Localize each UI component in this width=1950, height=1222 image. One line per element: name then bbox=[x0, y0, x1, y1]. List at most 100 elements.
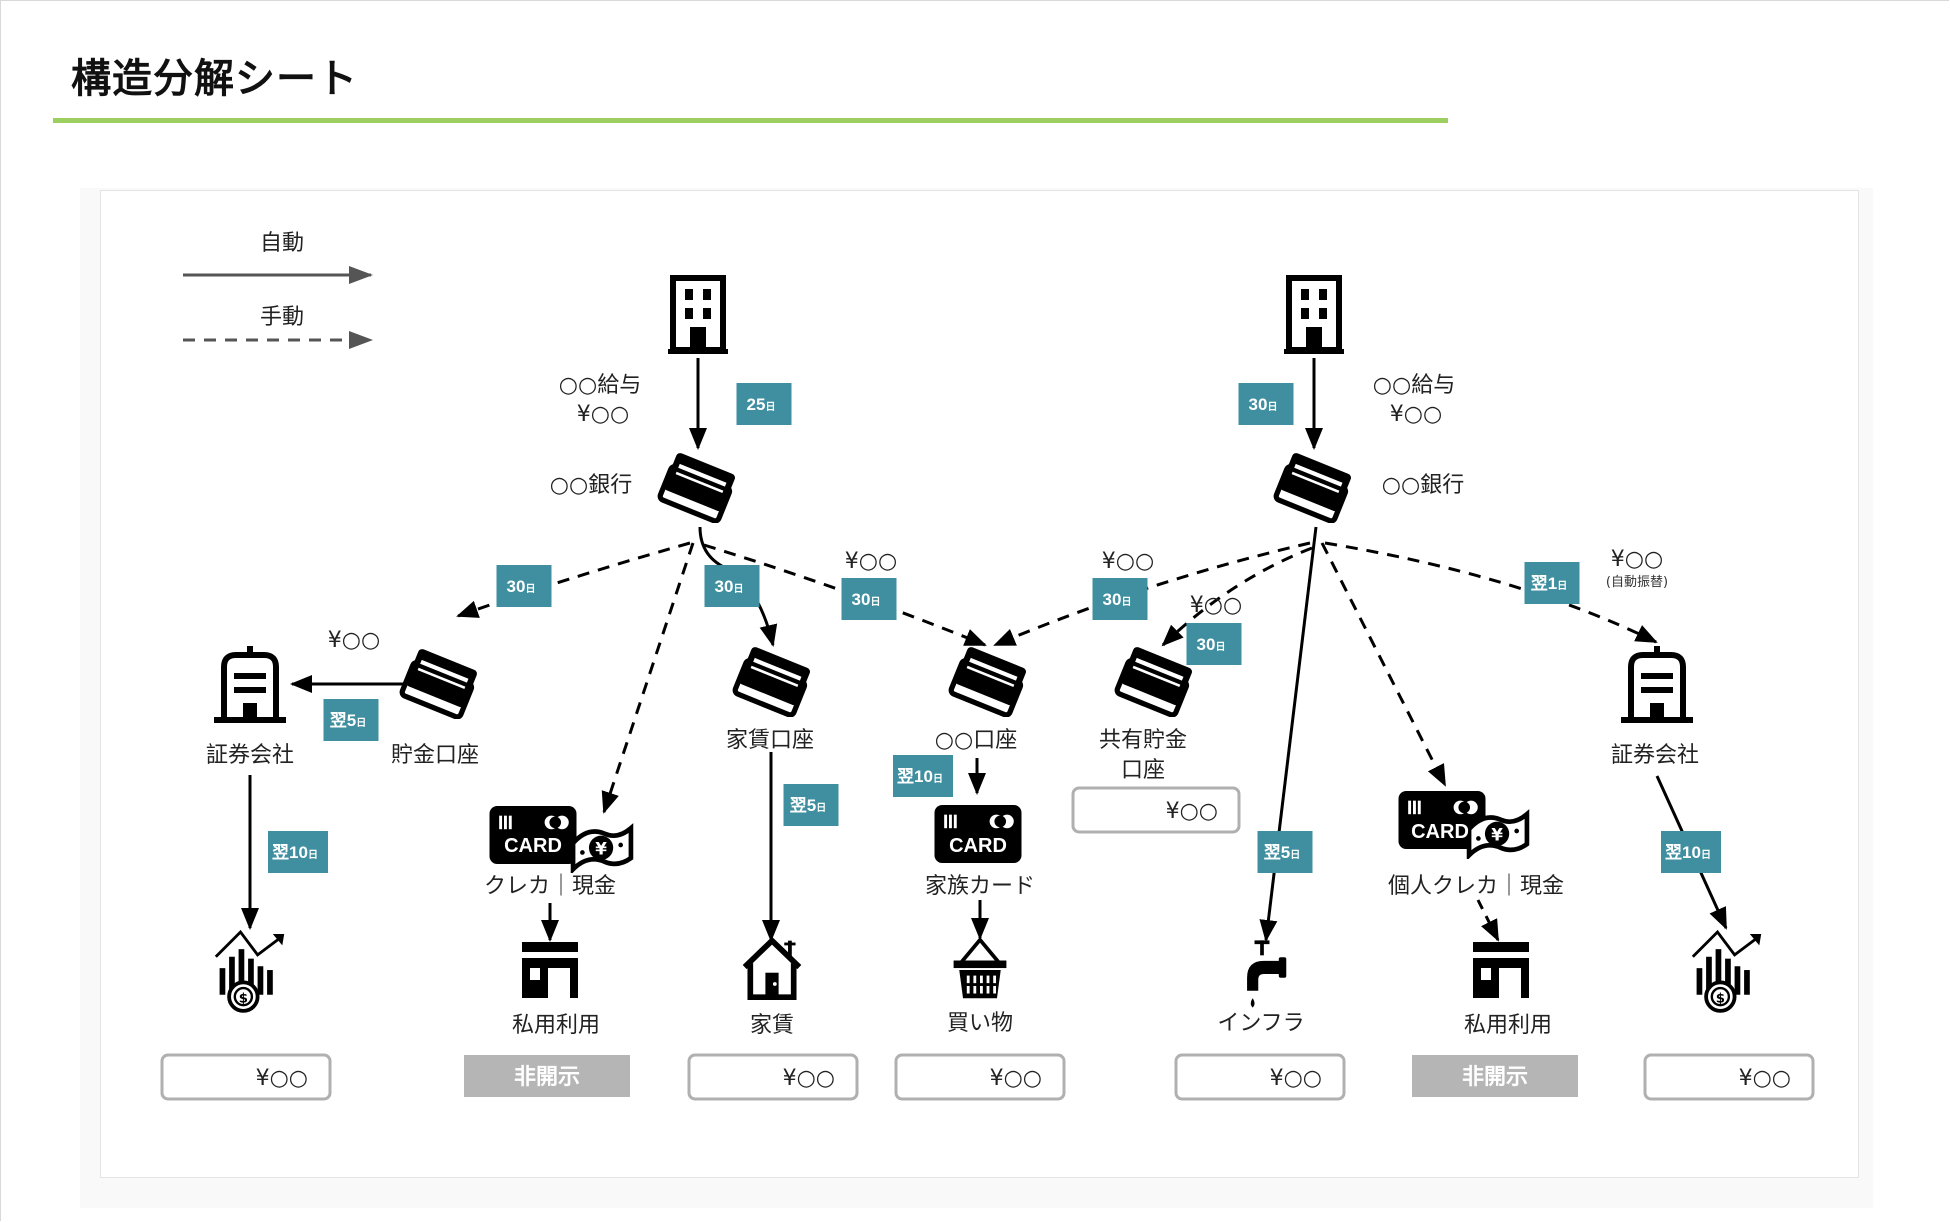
badge-family-left: 30日 bbox=[841, 578, 897, 620]
rent-account-label: 家賃口座 bbox=[726, 728, 814, 753]
badge-rent-account: 30日 bbox=[704, 565, 760, 607]
legend: 自動 手動 bbox=[183, 231, 373, 349]
bank-label-right: ○○銀行 bbox=[1382, 473, 1464, 498]
destination-label-private-left: 私用利用 bbox=[512, 1013, 600, 1038]
shopping-basket-icon bbox=[951, 937, 1009, 1001]
badge-invest-left: 翌10日 bbox=[268, 831, 328, 873]
badge-background bbox=[704, 565, 760, 607]
badge-unit: 日 bbox=[1557, 580, 1567, 592]
employer-building-icon-left bbox=[668, 278, 728, 354]
family-from-right-amount: ¥○○ bbox=[1102, 549, 1154, 574]
value-shopping: ¥○○ bbox=[990, 1066, 1042, 1091]
arrow-personal-credit-to-shop bbox=[1476, 899, 1500, 942]
page-title: 構造分解シート bbox=[71, 56, 358, 102]
badge-background bbox=[1257, 831, 1313, 873]
securities-company-icon-right bbox=[1621, 646, 1693, 723]
bank-card-icon-left bbox=[659, 452, 736, 522]
value-private-right: 非開示 bbox=[1462, 1065, 1528, 1090]
badge-unit: 日 bbox=[1701, 849, 1711, 861]
savings-account-label: 貯金口座 bbox=[391, 743, 479, 768]
badge-background bbox=[1238, 383, 1294, 425]
savings-account-icon bbox=[401, 648, 478, 718]
badge-background bbox=[1661, 831, 1721, 873]
badge-salary-right: 30日 bbox=[1238, 383, 1294, 425]
badge-securities-right: 翌1日 bbox=[1524, 562, 1580, 604]
badge-unit: 日 bbox=[356, 717, 366, 729]
shop-icon-left bbox=[522, 942, 578, 998]
badge-unit: 日 bbox=[870, 596, 880, 608]
badge-unit: 日 bbox=[308, 849, 318, 861]
badge-rent-payment: 翌5日 bbox=[783, 784, 839, 826]
badge-unit: 日 bbox=[525, 583, 535, 595]
destination-label-infra: インフラ bbox=[1217, 1011, 1304, 1036]
investment-chart-icon-left bbox=[213, 930, 287, 1013]
salary-amount-right: ¥○○ bbox=[1390, 402, 1442, 427]
arrow-bank-to-infra bbox=[1259, 526, 1318, 942]
value-box-private-left: 非開示 bbox=[464, 1055, 630, 1097]
salary-label-right: ○○給与 bbox=[1373, 373, 1455, 398]
badge-shared-savings: 30日 bbox=[1186, 623, 1242, 665]
investment-chart-icon-right bbox=[1690, 930, 1764, 1013]
value-box-invest-right: ¥○○ bbox=[1643, 1053, 1815, 1101]
value-private-left: 非開示 bbox=[514, 1065, 580, 1090]
badge-unit: 日 bbox=[816, 802, 826, 814]
badge-background bbox=[268, 831, 328, 873]
value-invest-right: ¥○○ bbox=[1739, 1066, 1791, 1091]
arrow-bank-to-securities-right bbox=[1324, 541, 1658, 644]
family-account-label: ○○口座 bbox=[935, 728, 1017, 753]
employer-building-icon-right bbox=[1284, 278, 1344, 354]
shared-savings-amount-box bbox=[1071, 786, 1241, 834]
shared-savings-account-icon bbox=[1116, 646, 1193, 716]
badge-family-card: 翌10日 bbox=[893, 755, 953, 797]
badge-invest-right: 翌10日 bbox=[1661, 831, 1721, 873]
value-invest-left: ¥○○ bbox=[256, 1066, 308, 1091]
badge-date: 翌10日 bbox=[272, 843, 318, 862]
savings-amount-label: ¥○○ bbox=[328, 628, 380, 653]
securities-label-left: 証券会社 bbox=[206, 743, 294, 768]
badge-unit: 日 bbox=[1215, 641, 1225, 653]
securities-company-icon-left bbox=[214, 646, 286, 723]
badge-savings-to-securities: 翌5日 bbox=[323, 699, 379, 741]
badge-background bbox=[1186, 623, 1242, 665]
shop-icon-right bbox=[1473, 942, 1529, 998]
bank-label-left: ○○銀行 bbox=[550, 473, 632, 498]
badge-background bbox=[1092, 578, 1148, 620]
destination-label-rent: 家賃 bbox=[750, 1013, 794, 1038]
badge-unit: 日 bbox=[1290, 849, 1300, 861]
shared-savings-label-line1: 共有貯金 bbox=[1099, 728, 1187, 753]
badge-unit: 日 bbox=[1121, 596, 1131, 608]
family-card-label: 家族カード bbox=[925, 874, 1035, 899]
badge-background bbox=[783, 784, 839, 826]
destination-label-private-right: 私用利用 bbox=[1464, 1013, 1552, 1038]
securities-label-right: 証券会社 bbox=[1611, 743, 1699, 768]
salary-label-left: ○○給与 bbox=[559, 373, 641, 398]
value-infra: ¥○○ bbox=[1270, 1066, 1322, 1091]
badge-unit: 日 bbox=[733, 583, 743, 595]
badge-savings: 30日 bbox=[496, 565, 552, 607]
personal-credit-cash-label: 個人クレカ｜現金 bbox=[1388, 874, 1564, 899]
badge-date: 翌10日 bbox=[897, 767, 943, 786]
arrow-bank-to-credit-cash bbox=[601, 542, 695, 814]
arrow-bank-to-personal-credit bbox=[1320, 542, 1447, 787]
badge-background bbox=[496, 565, 552, 607]
badge-unit: 日 bbox=[933, 773, 943, 785]
badge-infra: 翌5日 bbox=[1257, 831, 1313, 873]
value-box-shopping: ¥○○ bbox=[894, 1053, 1066, 1101]
badge-background bbox=[323, 699, 379, 741]
rent-account-icon bbox=[734, 646, 811, 716]
bank-card-icon-right bbox=[1275, 452, 1352, 522]
arrow-right-bank-to-shared-savings bbox=[1161, 546, 1313, 647]
legend-auto-label: 自動 bbox=[260, 231, 304, 256]
badge-background bbox=[893, 755, 953, 797]
shared-savings-amount: ¥○○ bbox=[1190, 593, 1242, 618]
arrow-right-bank-to-family-account bbox=[993, 541, 1311, 647]
card-text-personal: CARD bbox=[1411, 821, 1469, 843]
card-text-family: CARD bbox=[949, 835, 1007, 857]
destination-label-shopping: 買い物 bbox=[947, 1011, 1013, 1036]
badge-date: 翌10日 bbox=[1665, 843, 1711, 862]
value-box-private-right: 非開示 bbox=[1412, 1055, 1578, 1097]
value-box-infra: ¥○○ bbox=[1174, 1053, 1346, 1101]
